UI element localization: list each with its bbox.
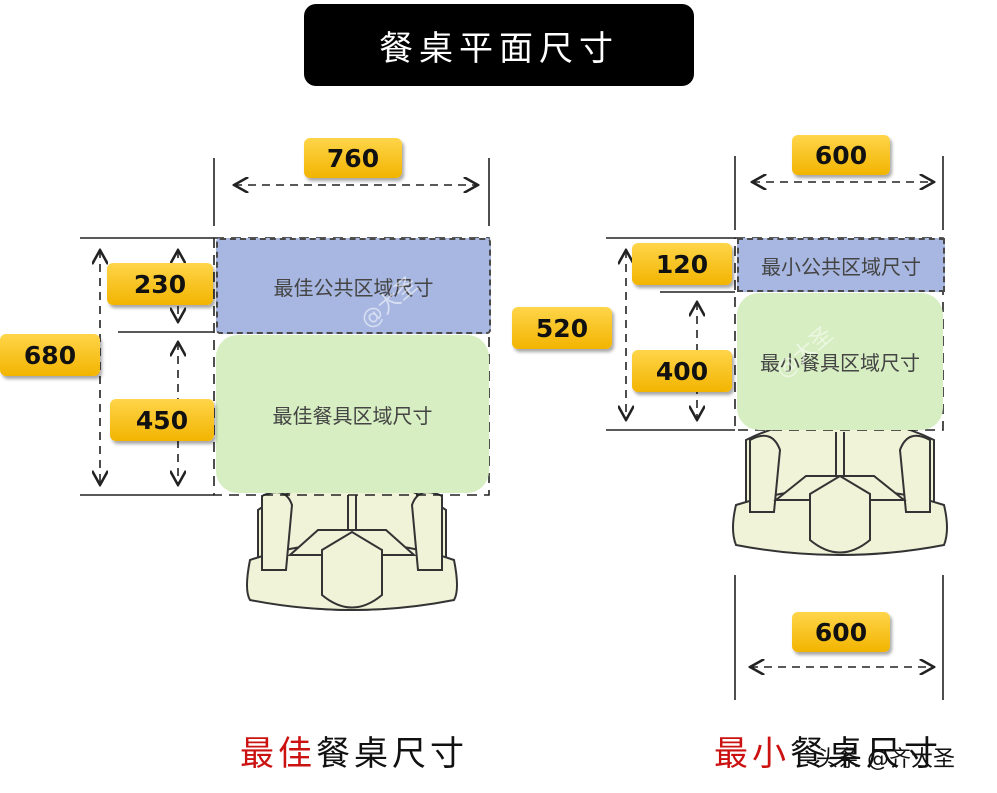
best-public-zone: 最佳公共区域尺寸 (216, 238, 491, 334)
best-dining-depth-badge: 450 (110, 399, 214, 441)
chair-left (246, 480, 458, 611)
diagram-title: 餐桌平面尺寸 (304, 4, 694, 86)
min-total-depth-badge: 520 (512, 307, 612, 349)
min-dining-zone-label: 最小餐具区域尺寸 (760, 351, 920, 375)
min-public-zone: 最小公共区域尺寸 (737, 238, 945, 292)
min-caption: 最小餐桌尺寸 (714, 726, 942, 775)
best-caption: 最佳餐桌尺寸 (240, 726, 468, 775)
min-public-zone-label: 最小公共区域尺寸 (761, 254, 921, 279)
best-caption-rest: 餐桌尺寸 (316, 734, 468, 774)
min-caption-highlight: 最小 (714, 734, 790, 774)
min-public-depth-badge: 120 (632, 243, 732, 285)
best-public-depth-badge: 230 (107, 263, 213, 305)
min-caption-rest: 餐桌尺寸 (790, 734, 942, 774)
best-dining-zone: 最佳餐具区域尺寸 (216, 335, 489, 493)
source-credit: 头条 @齐大圣 (816, 747, 955, 772)
min-dining-depth-badge: 400 (632, 350, 732, 392)
min-clearance-badge: 600 (792, 612, 890, 652)
min-width-badge: 600 (792, 135, 890, 175)
chair-right (732, 418, 948, 556)
best-dining-zone-label: 最佳餐具区域尺寸 (272, 403, 433, 428)
best-caption-highlight: 最佳 (240, 734, 316, 774)
best-total-depth-badge: 680 (0, 334, 100, 376)
min-dining-zone: 最小餐具区域尺寸 (737, 293, 943, 430)
best-public-zone-label: 最佳公共区域尺寸 (273, 275, 434, 300)
best-width-badge: 760 (304, 138, 402, 178)
